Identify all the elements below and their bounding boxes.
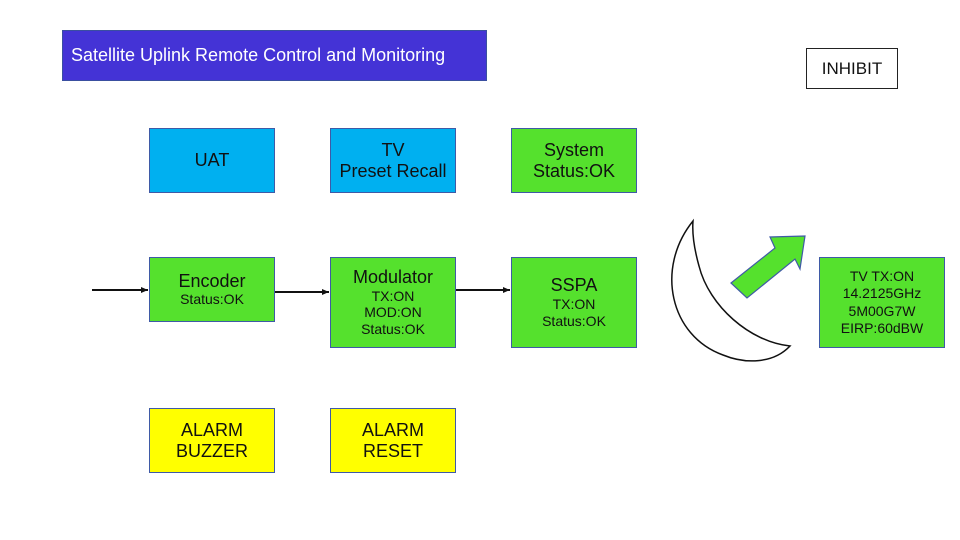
inhibit-button-label: INHIBIT — [821, 58, 883, 78]
modulator-tx: TX:ON — [371, 287, 415, 304]
alarm-buzzer-line1: ALARM — [180, 419, 243, 440]
system-status-line2: Status:OK — [532, 160, 616, 181]
carrier-frequency: 14.2125GHz — [842, 285, 922, 301]
sspa-tx: TX:ON — [552, 296, 596, 313]
alarm-reset-line2: RESET — [362, 440, 423, 461]
carrier-emission: 5M00G7W — [848, 302, 916, 319]
uat-label: UAT — [194, 150, 230, 171]
carrier-eirp: EIRP:60dBW — [840, 320, 924, 336]
tv-preset-line2: Preset Recall — [339, 160, 447, 181]
sspa-title: SSPA — [550, 275, 598, 296]
inhibit-button[interactable]: INHIBIT — [806, 48, 898, 89]
page-title: Satellite Uplink Remote Control and Moni… — [62, 30, 487, 81]
modulator-mod: MOD:ON — [364, 304, 422, 321]
system-status-line1: System — [543, 139, 604, 160]
uat-button[interactable]: UAT — [149, 128, 275, 193]
system-status-panel: System Status:OK — [511, 128, 637, 193]
uplink-arrow-icon — [730, 235, 806, 299]
modulator-block[interactable]: Modulator TX:ON MOD:ON Status:OK — [330, 257, 456, 348]
page-title-text: Satellite Uplink Remote Control and Moni… — [71, 45, 446, 65]
tv-preset-line1: TV — [381, 139, 405, 160]
tv-preset-recall-button[interactable]: TV Preset Recall — [330, 128, 456, 193]
sspa-status: Status:OK — [542, 312, 606, 329]
carrier-info-panel: TV TX:ON 14.2125GHz 5M00G7W EIRP:60dBW — [819, 257, 945, 348]
alarm-reset-button[interactable]: ALARM RESET — [330, 408, 456, 473]
encoder-title: Encoder — [178, 270, 246, 291]
alarm-buzzer-line2: BUZZER — [176, 440, 248, 461]
encoder-block[interactable]: Encoder Status:OK — [149, 257, 275, 322]
modulator-title: Modulator — [352, 266, 434, 287]
alarm-reset-line1: ALARM — [361, 419, 424, 440]
alarm-buzzer-button[interactable]: ALARM BUZZER — [149, 408, 275, 473]
satellite-dish-icon — [671, 218, 792, 362]
encoder-status: Status:OK — [180, 291, 244, 308]
modulator-status: Status:OK — [361, 321, 425, 338]
sspa-block[interactable]: SSPA TX:ON Status:OK — [511, 257, 637, 348]
carrier-tx: TV TX:ON — [849, 267, 915, 284]
